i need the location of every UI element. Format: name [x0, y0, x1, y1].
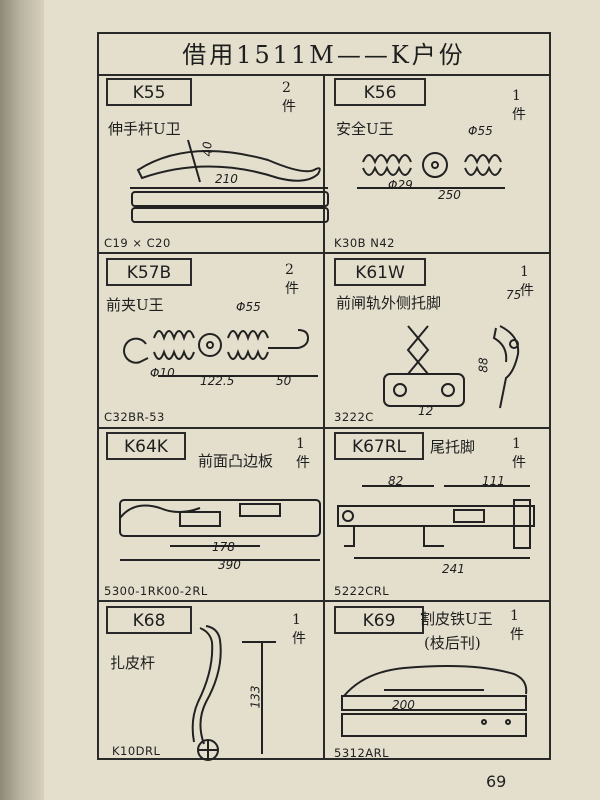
part-number: C19 × C20: [104, 236, 171, 250]
drawing-k57b: [123, 329, 318, 377]
dim-label: 122.5: [200, 374, 235, 388]
item-code: K56: [334, 78, 426, 106]
drawing-k67rl: [337, 485, 535, 559]
dim-label: 241: [442, 562, 465, 576]
dim-label: Φ10: [150, 366, 175, 380]
item-name: 尾托脚: [430, 438, 476, 456]
dim-label: 50: [276, 374, 292, 388]
part-number: C32BR-53: [104, 410, 165, 424]
dim-label: 133: [248, 685, 263, 709]
dim-label: 12: [418, 404, 434, 418]
item-name: 前夹U王: [106, 296, 164, 314]
item-name-note: (枝后刊): [424, 634, 481, 652]
item-qty: 2件: [282, 80, 296, 115]
dim-label: 390: [218, 558, 241, 572]
item-name: 伸手杆U卫: [108, 120, 181, 138]
book-spine-shadow: [0, 0, 44, 800]
dim-label: 111: [482, 474, 505, 488]
row-divider-1: [97, 252, 551, 254]
center-divider: [323, 74, 325, 760]
item-code: K57B: [106, 258, 192, 286]
dim-label: 40: [200, 141, 215, 157]
part-number: 3222C: [334, 410, 374, 424]
item-qty: 1件: [292, 612, 306, 647]
item-qty: 1件: [512, 436, 526, 471]
item-name: 安全U王: [336, 120, 394, 138]
part-number: 5300-1RK00-2RL: [104, 584, 208, 598]
dim-label: 75: [506, 288, 522, 302]
dim-label: Φ29: [388, 178, 413, 192]
row-divider-3: [97, 600, 551, 602]
item-code: K69: [334, 606, 424, 634]
dim-label: 178: [212, 540, 235, 554]
page-title: 借用1511M——K户份: [182, 41, 466, 69]
item-name: 前闸轨外侧托脚: [336, 294, 442, 312]
dim-label: 82: [388, 474, 404, 488]
item-qty: 1件: [296, 436, 310, 471]
item-qty: 1件: [512, 88, 526, 123]
book-page: [44, 0, 600, 800]
dim-label: 210: [215, 172, 238, 186]
item-code: K61W: [334, 258, 426, 286]
drawing-k64k: [119, 499, 321, 561]
part-number: 5222CRL: [334, 584, 390, 598]
row-divider-2: [97, 427, 551, 429]
part-number: K30B N42: [334, 236, 395, 250]
item-code: K67RL: [334, 432, 424, 460]
drawing-k68: [191, 625, 276, 761]
page-number: 69: [486, 772, 507, 791]
item-name: 前面凸边板: [198, 452, 274, 470]
item-qty: 1件: [510, 608, 524, 643]
dim-label: Φ55: [236, 300, 261, 314]
item-code: K68: [106, 606, 192, 634]
item-name: 扎皮杆: [110, 654, 156, 672]
item-code: K64K: [106, 432, 186, 460]
dim-label: 88: [476, 357, 491, 373]
dim-label: 200: [392, 698, 415, 712]
dim-label: 250: [438, 188, 461, 202]
drawing-k55: [130, 139, 329, 223]
item-qty: 1件: [520, 264, 534, 299]
part-number: 5312ARL: [334, 746, 390, 760]
item-code: K55: [106, 78, 192, 106]
drawing-k61w: [383, 325, 520, 409]
item-qty: 2件: [285, 262, 299, 297]
drawing-k56: [357, 152, 505, 189]
drawing-k69: [341, 665, 528, 737]
part-number: K10DRL: [112, 744, 161, 758]
dim-label: Φ55: [468, 124, 493, 138]
item-name: 割皮铁U王: [420, 610, 493, 628]
